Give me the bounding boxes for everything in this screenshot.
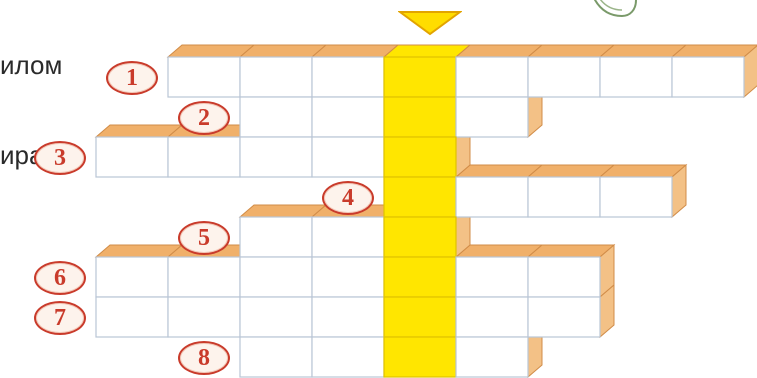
cell-top-face [456,165,542,177]
cell-top-face [96,245,182,257]
cell-top-face [528,165,614,177]
key-letter-input[interactable] [384,297,456,337]
clue-number-badge: 1 [106,61,158,95]
letter-input[interactable] [528,177,600,217]
letter-input[interactable] [528,257,600,297]
cell-top-face [456,245,542,257]
cell-top-face [672,45,757,57]
letter-input[interactable] [240,257,312,297]
letter-input[interactable] [168,297,240,337]
cell-top-face [600,165,686,177]
letter-input[interactable] [672,57,744,97]
letter-input[interactable] [168,257,240,297]
letter-input[interactable] [312,257,384,297]
cell-top-face [528,45,614,57]
letter-input[interactable] [312,337,384,377]
clue-number-badge: 4 [322,181,374,215]
key-letter-input[interactable] [384,217,456,257]
letter-input[interactable] [96,297,168,337]
letter-input[interactable] [456,97,528,137]
letter-input[interactable] [456,57,528,97]
key-letter-input[interactable] [384,177,456,217]
letter-input[interactable] [456,337,528,377]
letter-input[interactable] [96,257,168,297]
letter-input[interactable] [600,57,672,97]
cell-top-face [528,245,614,257]
cell-top-face [312,45,398,57]
cell-top-face [240,205,326,217]
letter-input[interactable] [312,57,384,97]
key-letter-input[interactable] [384,97,456,137]
letter-input[interactable] [168,57,240,97]
cell-top-face [168,45,254,57]
cell-top-face [96,125,182,137]
letter-input[interactable] [312,97,384,137]
key-letter-input[interactable] [384,137,456,177]
clue-number-badge: 2 [178,101,230,135]
letter-input[interactable] [168,137,240,177]
letter-input[interactable] [240,337,312,377]
letter-input[interactable] [528,57,600,97]
cell-top-face [600,45,686,57]
clue-number-badge: 7 [34,301,86,335]
letter-input[interactable] [96,137,168,177]
letter-input[interactable] [456,297,528,337]
letter-input[interactable] [456,177,528,217]
cell-top-face [240,45,326,57]
letter-input[interactable] [240,97,312,137]
letter-input[interactable] [240,137,312,177]
letter-input[interactable] [600,177,672,217]
key-letter-input[interactable] [384,337,456,377]
key-letter-input[interactable] [384,57,456,97]
letter-input[interactable] [240,297,312,337]
letter-input[interactable] [240,217,312,257]
clue-number-badge: 5 [178,221,230,255]
letter-input[interactable] [312,217,384,257]
clue-number-badge: 8 [178,341,230,375]
key-letter-input[interactable] [384,257,456,297]
letter-input[interactable] [456,257,528,297]
cell-top-face [456,45,542,57]
letter-input[interactable] [312,137,384,177]
cell-top-face [384,45,470,57]
letter-input[interactable] [528,297,600,337]
letter-input[interactable] [240,57,312,97]
clue-number-badge: 3 [34,141,86,175]
clue-number-badge: 6 [34,261,86,295]
letter-input[interactable] [312,297,384,337]
